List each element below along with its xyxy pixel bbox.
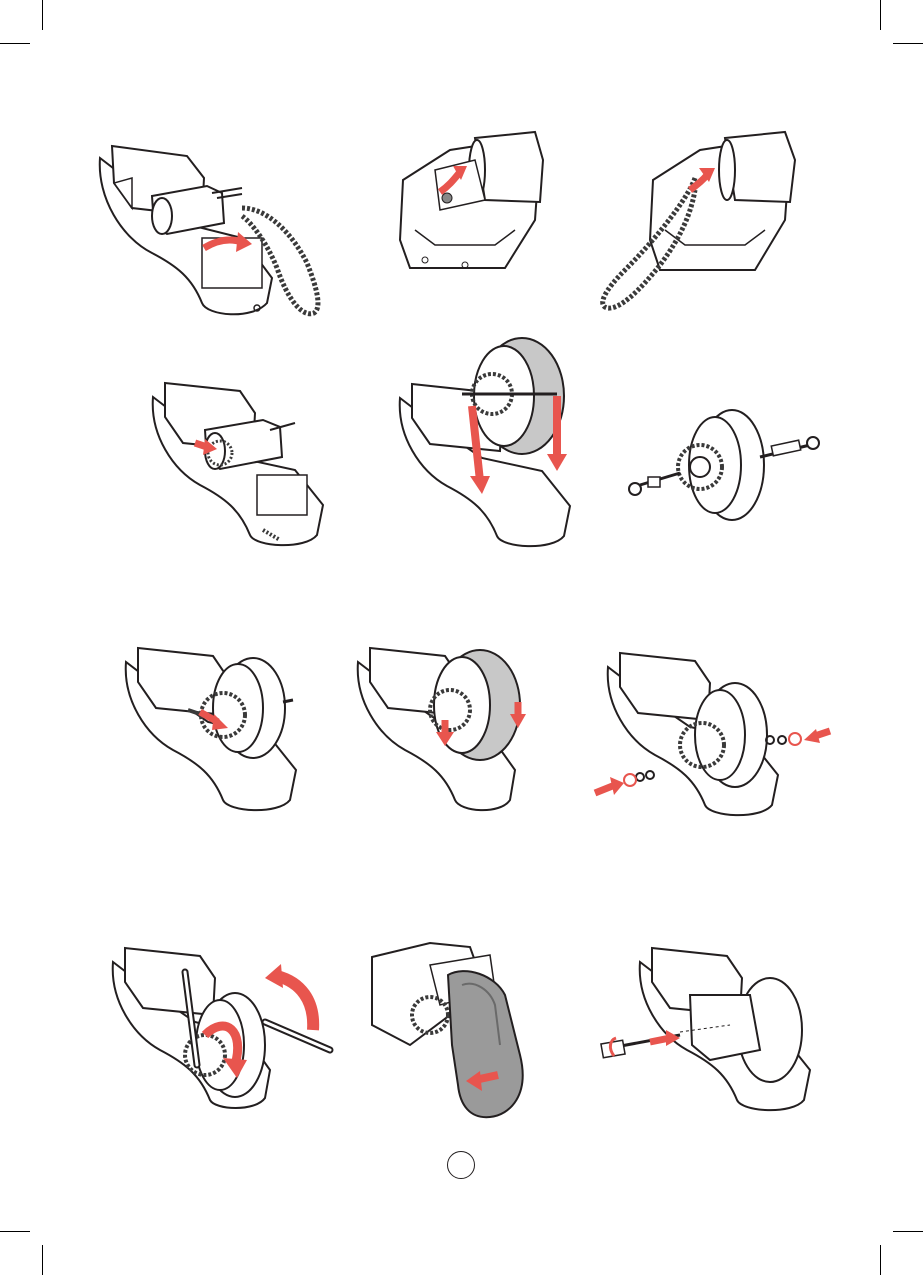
crop-mark (893, 1231, 923, 1232)
step-7-illustration (118, 640, 303, 825)
step-4-illustration (145, 375, 335, 550)
step-8-illustration (350, 640, 530, 825)
step-1-illustration (92, 138, 342, 328)
crop-mark (880, 0, 881, 30)
crop-mark (42, 0, 43, 30)
crop-mark (0, 43, 30, 44)
page-number (447, 1151, 475, 1179)
crop-mark (893, 43, 923, 44)
crop-mark (880, 1245, 881, 1275)
step-10-illustration (105, 940, 340, 1115)
step-9-illustration (590, 645, 835, 830)
step-2-illustration (395, 130, 545, 278)
step-12-illustration (600, 940, 830, 1120)
step-6-illustration (620, 405, 830, 523)
crop-mark (42, 1245, 43, 1275)
step-3-illustration (595, 130, 800, 315)
step-11-illustration (370, 935, 540, 1125)
step-5-illustration (392, 336, 582, 566)
crop-mark (0, 1231, 30, 1232)
